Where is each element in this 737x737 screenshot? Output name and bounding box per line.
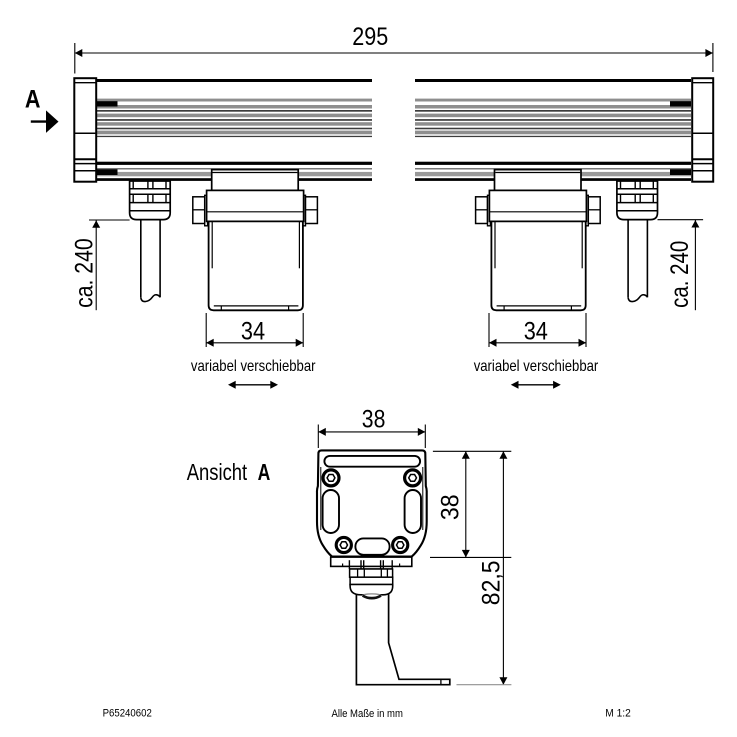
svg-text:82,5: 82,5 [477,561,505,606]
svg-text:38: 38 [362,405,386,433]
svg-text:295: 295 [352,23,388,51]
svg-text:34: 34 [241,317,265,345]
svg-text:Alle Maße in mm: Alle Maße in mm [332,708,403,720]
svg-text:ca. 240: ca. 240 [70,238,98,308]
svg-text:A: A [258,459,271,485]
svg-text:variabel verschiebbar: variabel verschiebbar [191,358,316,375]
svg-text:38: 38 [437,494,465,520]
svg-text:M 1:2: M 1:2 [605,707,631,719]
svg-text:Ansicht: Ansicht [187,459,248,485]
svg-text:A: A [25,86,41,114]
svg-text:ca. 240: ca. 240 [666,241,694,308]
svg-text:P65240602: P65240602 [103,707,152,719]
